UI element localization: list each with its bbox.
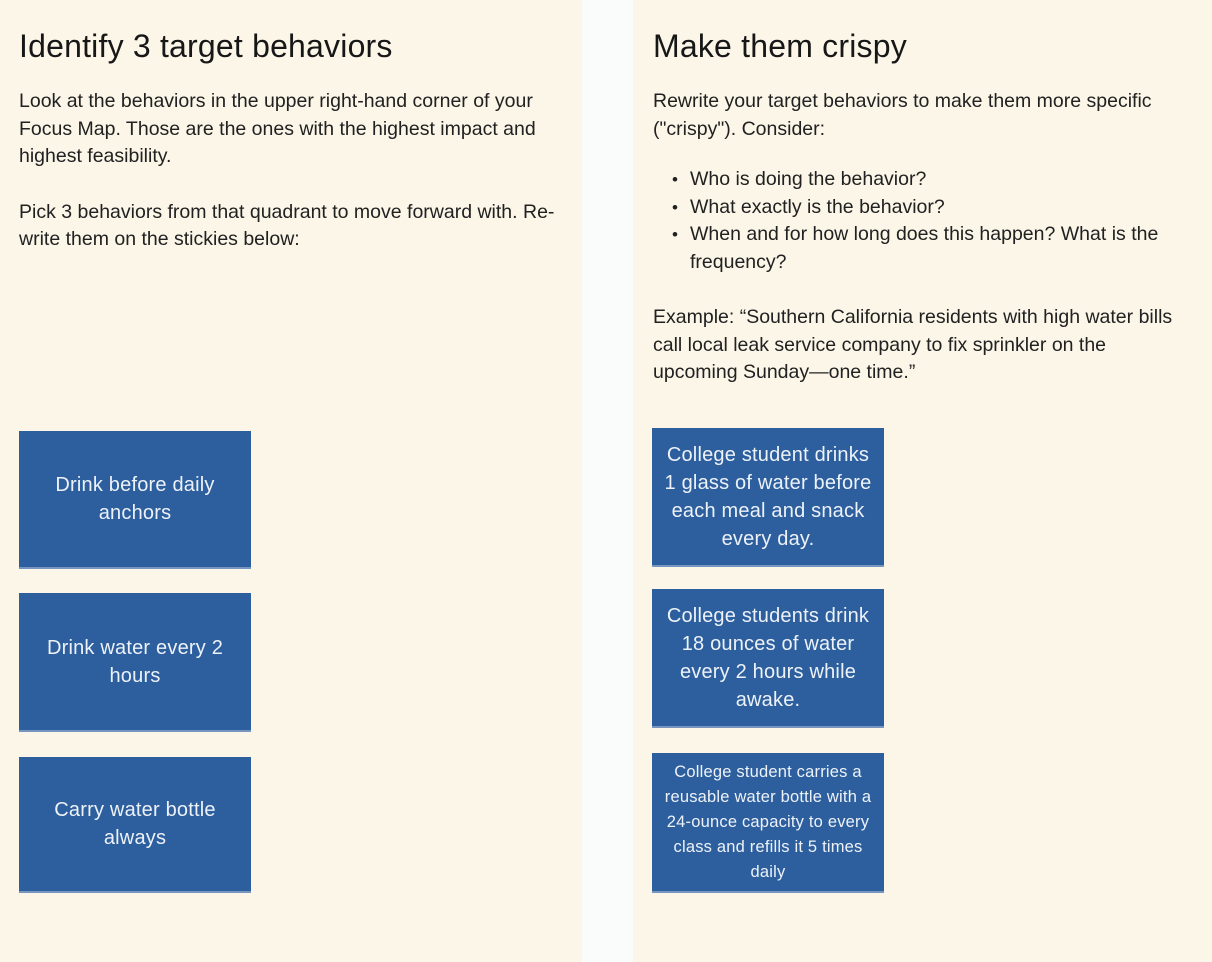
crispy-criteria-item-who: Who is doing the behavior? [672, 166, 1188, 194]
panel-left-paragraph-2: Pick 3 behaviors from that quadrant to m… [19, 200, 555, 251]
crispy-criteria-item-what: What exactly is the behavior? [672, 194, 1188, 222]
sticky-note-carry-water-bottle[interactable]: Carry water bottle always [19, 757, 251, 893]
panel-right-example: Example: “Southern California residents … [653, 306, 1173, 383]
sticky-note-text: College student carries a reusable water… [664, 762, 872, 881]
sticky-note-18-ounces[interactable]: College students drink 18 ounces of wate… [652, 589, 884, 728]
sticky-note-text: Drink water every 2 hours [46, 636, 224, 687]
sticky-note-glass-before-meals[interactable]: College student drinks 1 glass of water … [652, 428, 884, 567]
panel-left-title: Identify 3 target behaviors [19, 28, 393, 64]
panel-left-content: Identify 3 target behaviors Look at the … [0, 0, 582, 254]
sticky-note-text: College students drink 18 ounces of wate… [666, 604, 870, 711]
panel-right-content: Make them crispy Rewrite your target beh… [633, 0, 1212, 387]
panel-left-paragraph-1: Look at the behaviors in the upper right… [19, 90, 536, 167]
sticky-note-text: Drink before daily anchors [55, 474, 215, 524]
crispy-criteria-list: Who is doing the behavior? What exactly … [653, 166, 1188, 276]
panel-identify-behaviors: Identify 3 target behaviors Look at the … [0, 0, 582, 962]
sticky-note-reusable-bottle[interactable]: College student carries a reusable water… [652, 753, 884, 893]
sticky-note-text: College student drinks 1 glass of water … [664, 443, 872, 550]
panel-right-intro: Rewrite your target behaviors to make th… [653, 90, 1152, 140]
sticky-note-text: Carry water bottle always [54, 799, 216, 849]
crispy-criteria-item-when: When and for how long does this happen? … [672, 221, 1188, 276]
panel-right-title: Make them crispy [653, 28, 907, 64]
sticky-note-drink-every-2-hours[interactable]: Drink water every 2 hours [19, 593, 251, 732]
panel-make-them-crispy: Make them crispy Rewrite your target beh… [633, 0, 1212, 962]
sticky-note-drink-before-anchors[interactable]: Drink before daily anchors [19, 431, 251, 569]
